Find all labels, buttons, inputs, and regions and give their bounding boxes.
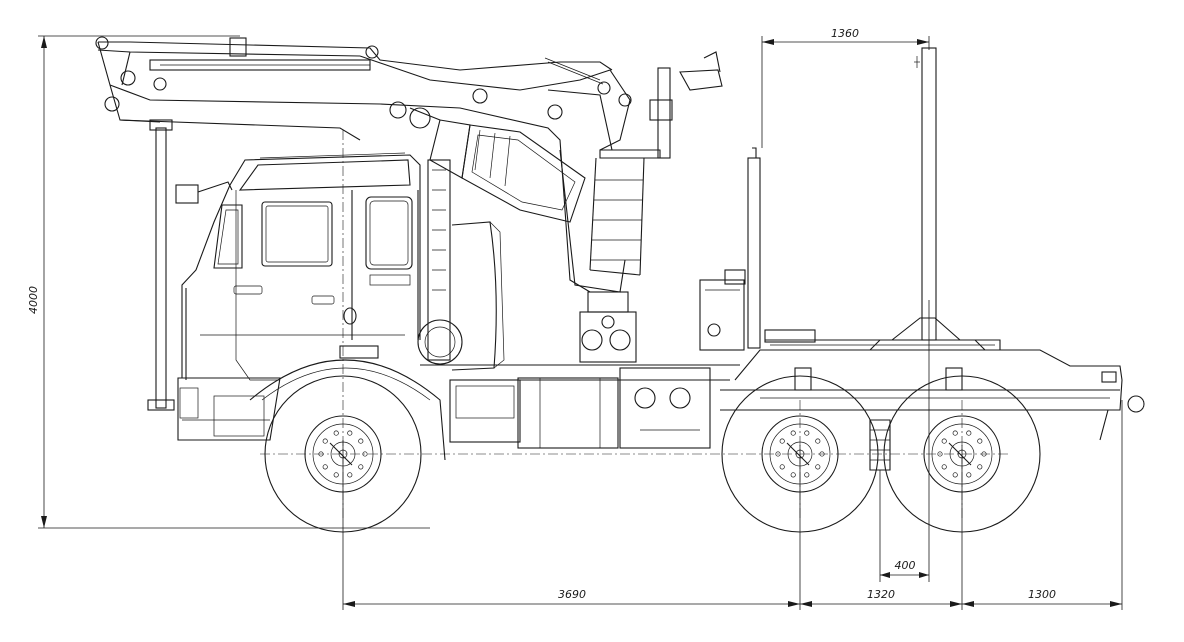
wheel-bolt xyxy=(815,438,821,444)
wheel-bolt xyxy=(347,472,353,478)
wheel-bolt xyxy=(977,464,983,470)
wheelbase-dimensions: 3690 1320 1300 xyxy=(342,400,1123,610)
wheel-bolt xyxy=(966,472,972,478)
stanchion-offset-dimension: 400 xyxy=(879,300,930,582)
wheel-bolt xyxy=(952,472,958,478)
wheel-bolt xyxy=(322,438,328,444)
crane-offset-dimension: 1360 xyxy=(761,27,930,148)
wheel-bolt xyxy=(775,451,781,457)
wheel-bolt xyxy=(977,438,983,444)
fuel-tank xyxy=(449,367,711,449)
front-wheel xyxy=(264,375,422,533)
crane-boom xyxy=(95,36,637,363)
stanchion-front xyxy=(914,47,937,341)
wheel-bolt xyxy=(347,430,353,436)
wheel-bolt xyxy=(815,464,821,470)
stanchion-rear xyxy=(747,147,761,349)
wheel-bolt xyxy=(804,472,810,478)
crane-column-rear xyxy=(699,269,746,351)
wheelbase-rear-label: 1320 xyxy=(867,588,895,601)
access-ladder xyxy=(589,157,645,276)
wheel-bolt xyxy=(779,438,785,444)
wheel-bolt xyxy=(779,464,785,470)
wheel-bolt xyxy=(941,438,947,444)
wheel-bolt xyxy=(790,430,796,436)
crane-outrigger-left xyxy=(147,119,175,411)
cab xyxy=(175,152,446,461)
wheel-bolt xyxy=(941,464,947,470)
wheel-bolt xyxy=(819,451,825,457)
air-filter xyxy=(451,221,505,371)
wheel-bolt xyxy=(937,451,943,457)
chassis-frame xyxy=(420,317,1145,471)
wheel-bolt xyxy=(322,464,328,470)
wheelbase-front-label: 3690 xyxy=(558,588,586,601)
wheel-bolt xyxy=(981,451,987,457)
center-lines xyxy=(260,130,1010,520)
wheel-bolt xyxy=(333,472,339,478)
crane-offset-label: 1360 xyxy=(831,27,859,40)
wheel-bolt xyxy=(358,438,364,444)
wheel-bolt xyxy=(804,430,810,436)
height-dimension: 4000 xyxy=(27,35,430,529)
wheel-bolt xyxy=(952,430,958,436)
operator-seat xyxy=(599,51,723,159)
wheel-bolt xyxy=(790,472,796,478)
stanchion-offset-label: 400 xyxy=(895,559,916,572)
grapple xyxy=(409,107,586,223)
rear-overhang-label: 1300 xyxy=(1028,588,1056,601)
rear-wheel-1 xyxy=(721,375,879,533)
exhaust-stack xyxy=(417,159,463,365)
wheel-bolt xyxy=(362,451,368,457)
wheel-bolt xyxy=(333,430,339,436)
wheel-bolt xyxy=(318,451,324,457)
wheel-bolts xyxy=(318,430,987,478)
wheel-bolt xyxy=(966,430,972,436)
wheel-bolt xyxy=(358,464,364,470)
height-dimension-label: 4000 xyxy=(27,286,40,314)
